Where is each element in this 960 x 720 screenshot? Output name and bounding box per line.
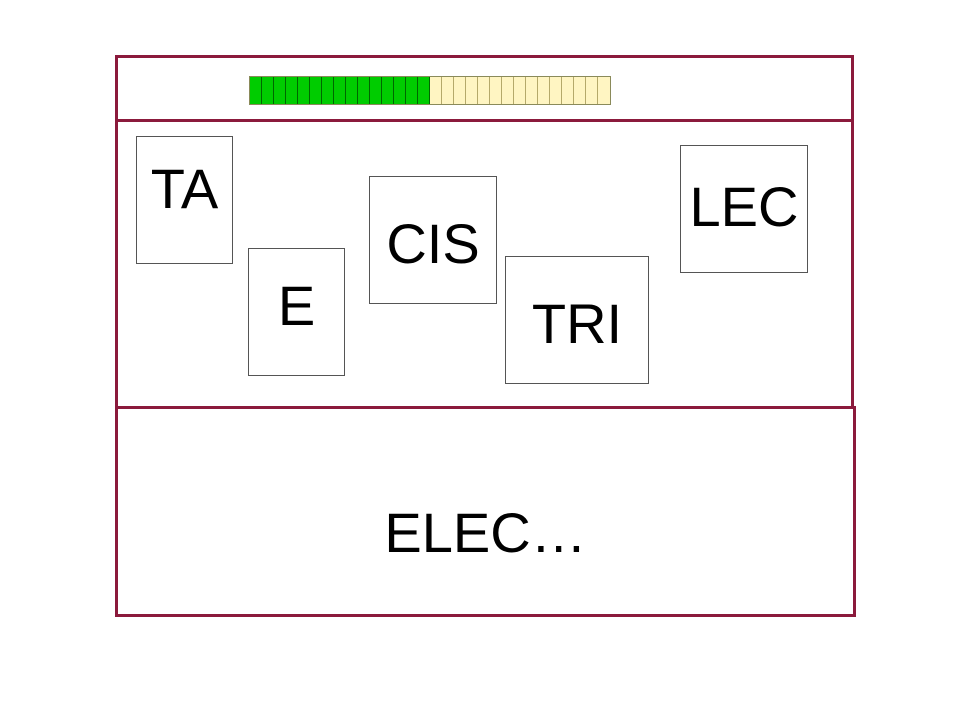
progress-segment-filled bbox=[370, 77, 382, 104]
progress-segment-empty bbox=[598, 77, 610, 104]
progress-segment-empty bbox=[574, 77, 586, 104]
progress-segment-empty bbox=[562, 77, 574, 104]
syllable-tile-ta[interactable]: TA bbox=[136, 136, 233, 264]
progress-segment-filled bbox=[262, 77, 274, 104]
progress-segment-empty bbox=[526, 77, 538, 104]
syllable-tile-tri[interactable]: TRI bbox=[505, 256, 649, 384]
tile-label: TA bbox=[150, 156, 219, 220]
progress-segment-empty bbox=[586, 77, 598, 104]
answer-panel bbox=[115, 406, 856, 617]
syllable-tile-cis[interactable]: CIS bbox=[369, 176, 497, 304]
progress-segment-filled bbox=[406, 77, 418, 104]
progress-segment-empty bbox=[430, 77, 442, 104]
progress-segment-filled bbox=[346, 77, 358, 104]
answer-word: ELEC… bbox=[384, 501, 587, 564]
progress-segment-empty bbox=[454, 77, 466, 104]
progress-segment-filled bbox=[322, 77, 334, 104]
progress-segment-empty bbox=[538, 77, 550, 104]
progress-segment-empty bbox=[514, 77, 526, 104]
progress-segment-filled bbox=[394, 77, 406, 104]
progress-segment-empty bbox=[466, 77, 478, 104]
tile-label: E bbox=[277, 273, 316, 337]
progress-segment-filled bbox=[358, 77, 370, 104]
progress-segment-empty bbox=[550, 77, 562, 104]
syllable-tile-e[interactable]: E bbox=[248, 248, 345, 376]
tile-label: CIS bbox=[386, 211, 480, 275]
progress-segment-filled bbox=[382, 77, 394, 104]
progress-segment-filled bbox=[334, 77, 346, 104]
progress-segment-empty bbox=[478, 77, 490, 104]
progress-segment-filled bbox=[286, 77, 298, 104]
syllable-tile-lec[interactable]: LEC bbox=[680, 145, 808, 273]
progress-segment-filled bbox=[310, 77, 322, 104]
tile-label: LEC bbox=[689, 174, 799, 238]
progress-segment-filled bbox=[250, 77, 262, 104]
progress-segment-filled bbox=[274, 77, 286, 104]
progress-segment-empty bbox=[502, 77, 514, 104]
progress-segment-filled bbox=[298, 77, 310, 104]
progress-segment-empty bbox=[442, 77, 454, 104]
progress-bar bbox=[249, 76, 611, 105]
tile-label: TRI bbox=[531, 291, 623, 355]
progress-segment-empty bbox=[490, 77, 502, 104]
progress-segment-filled bbox=[418, 77, 430, 104]
